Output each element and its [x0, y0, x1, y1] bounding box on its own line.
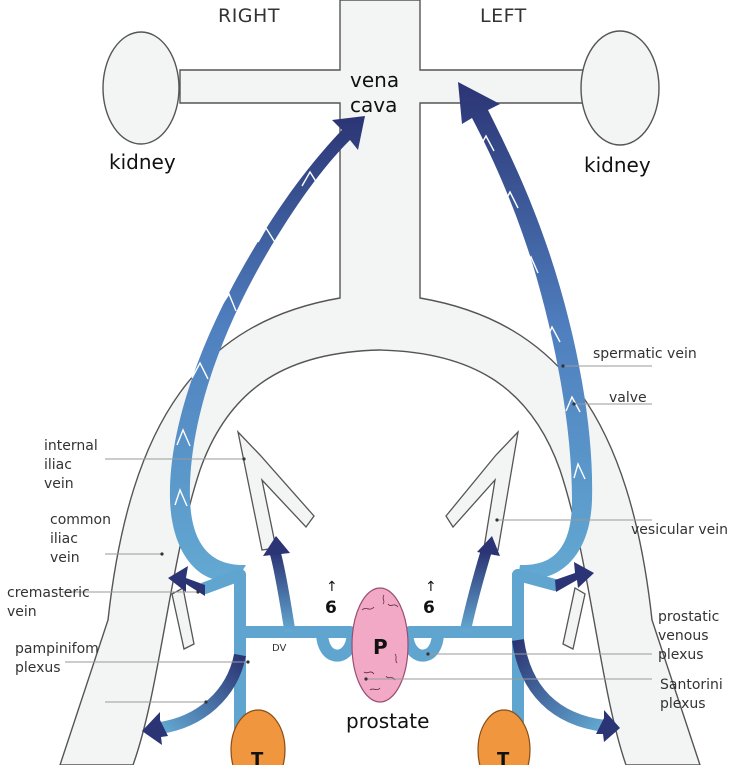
header-left: LEFT: [480, 5, 527, 27]
left-spermatic-vein: [458, 82, 593, 580]
common-iliac-label-3: vein: [50, 550, 80, 566]
santorini-label-2: plexus: [660, 696, 706, 712]
prostate-letter: P: [373, 635, 388, 659]
dv-label: DV: [272, 643, 287, 654]
common-iliac-label-2: iliac: [50, 531, 78, 547]
prostatic-plexus-label-3: plexus: [658, 647, 704, 663]
cremasteric-arrow-left: [555, 562, 594, 592]
valve-label: valve: [609, 390, 647, 406]
kidney-left: [580, 30, 660, 146]
common-iliac-label-1: common: [50, 512, 111, 528]
prostate-label: prostate: [346, 709, 429, 733]
vena-cava-label-line2: cava: [350, 93, 397, 117]
testis-left-letter: T: [497, 749, 510, 765]
kidney-right: [102, 31, 180, 145]
right-valves: [174, 170, 321, 507]
spermatic-vein-label: spermatic vein: [593, 346, 697, 362]
kidney-left-label: kidney: [584, 153, 651, 177]
testis-left: [477, 709, 531, 765]
left-valves: [477, 134, 586, 480]
right-pampiniform-branch: [158, 653, 246, 734]
flow-mark-right-value: 6: [325, 598, 337, 618]
left-internal-iliac-flow: [459, 550, 492, 634]
santorini-label-1: Santorini: [660, 677, 723, 693]
prostate-gland: [351, 587, 409, 703]
left-internal-iliac-arrowhead: [477, 536, 500, 556]
flow-mark-left-value: 6: [423, 598, 435, 618]
left-lower-arrow: [596, 710, 620, 742]
leader-lines: [62, 365, 652, 703]
pampiniform-label-1: pampinifom: [15, 641, 99, 657]
cremasteric-label-2: vein: [7, 604, 37, 620]
left-pampiniform-branch: [512, 639, 606, 732]
right-spermatic-vein: [169, 116, 365, 581]
pampiniform-label-2: plexus: [15, 660, 61, 676]
kidney-right-label: kidney: [109, 150, 176, 174]
prostatic-plexus-label-1: prostatic: [658, 609, 719, 625]
prostate-vessels: [361, 594, 399, 691]
right-internal-iliac-flow: [269, 550, 296, 633]
vena-cava-label-line1: vena: [350, 68, 399, 92]
cremasteric-label-1: cremasteric: [7, 585, 90, 601]
flow-mark-left-arrow: ↑: [425, 579, 437, 595]
right-lower-arrow: [142, 712, 168, 745]
testis-right: [230, 709, 286, 765]
right-internal-iliac-arrowhead: [263, 536, 290, 556]
internal-iliac-label-2: iliac: [44, 457, 72, 473]
internal-iliac-label-1: internal: [44, 438, 98, 454]
leader-dots: [160, 364, 576, 704]
flow-mark-right-arrow: ↑: [326, 579, 338, 595]
prostatic-plexus-label-2: venous: [658, 628, 709, 644]
header-right: RIGHT: [218, 5, 280, 27]
vesicular-vein-label: vesicular vein: [631, 522, 728, 538]
cremasteric-arrow-right: [168, 566, 205, 596]
internal-iliac-label-3: vein: [44, 476, 74, 492]
testis-right-letter: T: [251, 749, 264, 765]
